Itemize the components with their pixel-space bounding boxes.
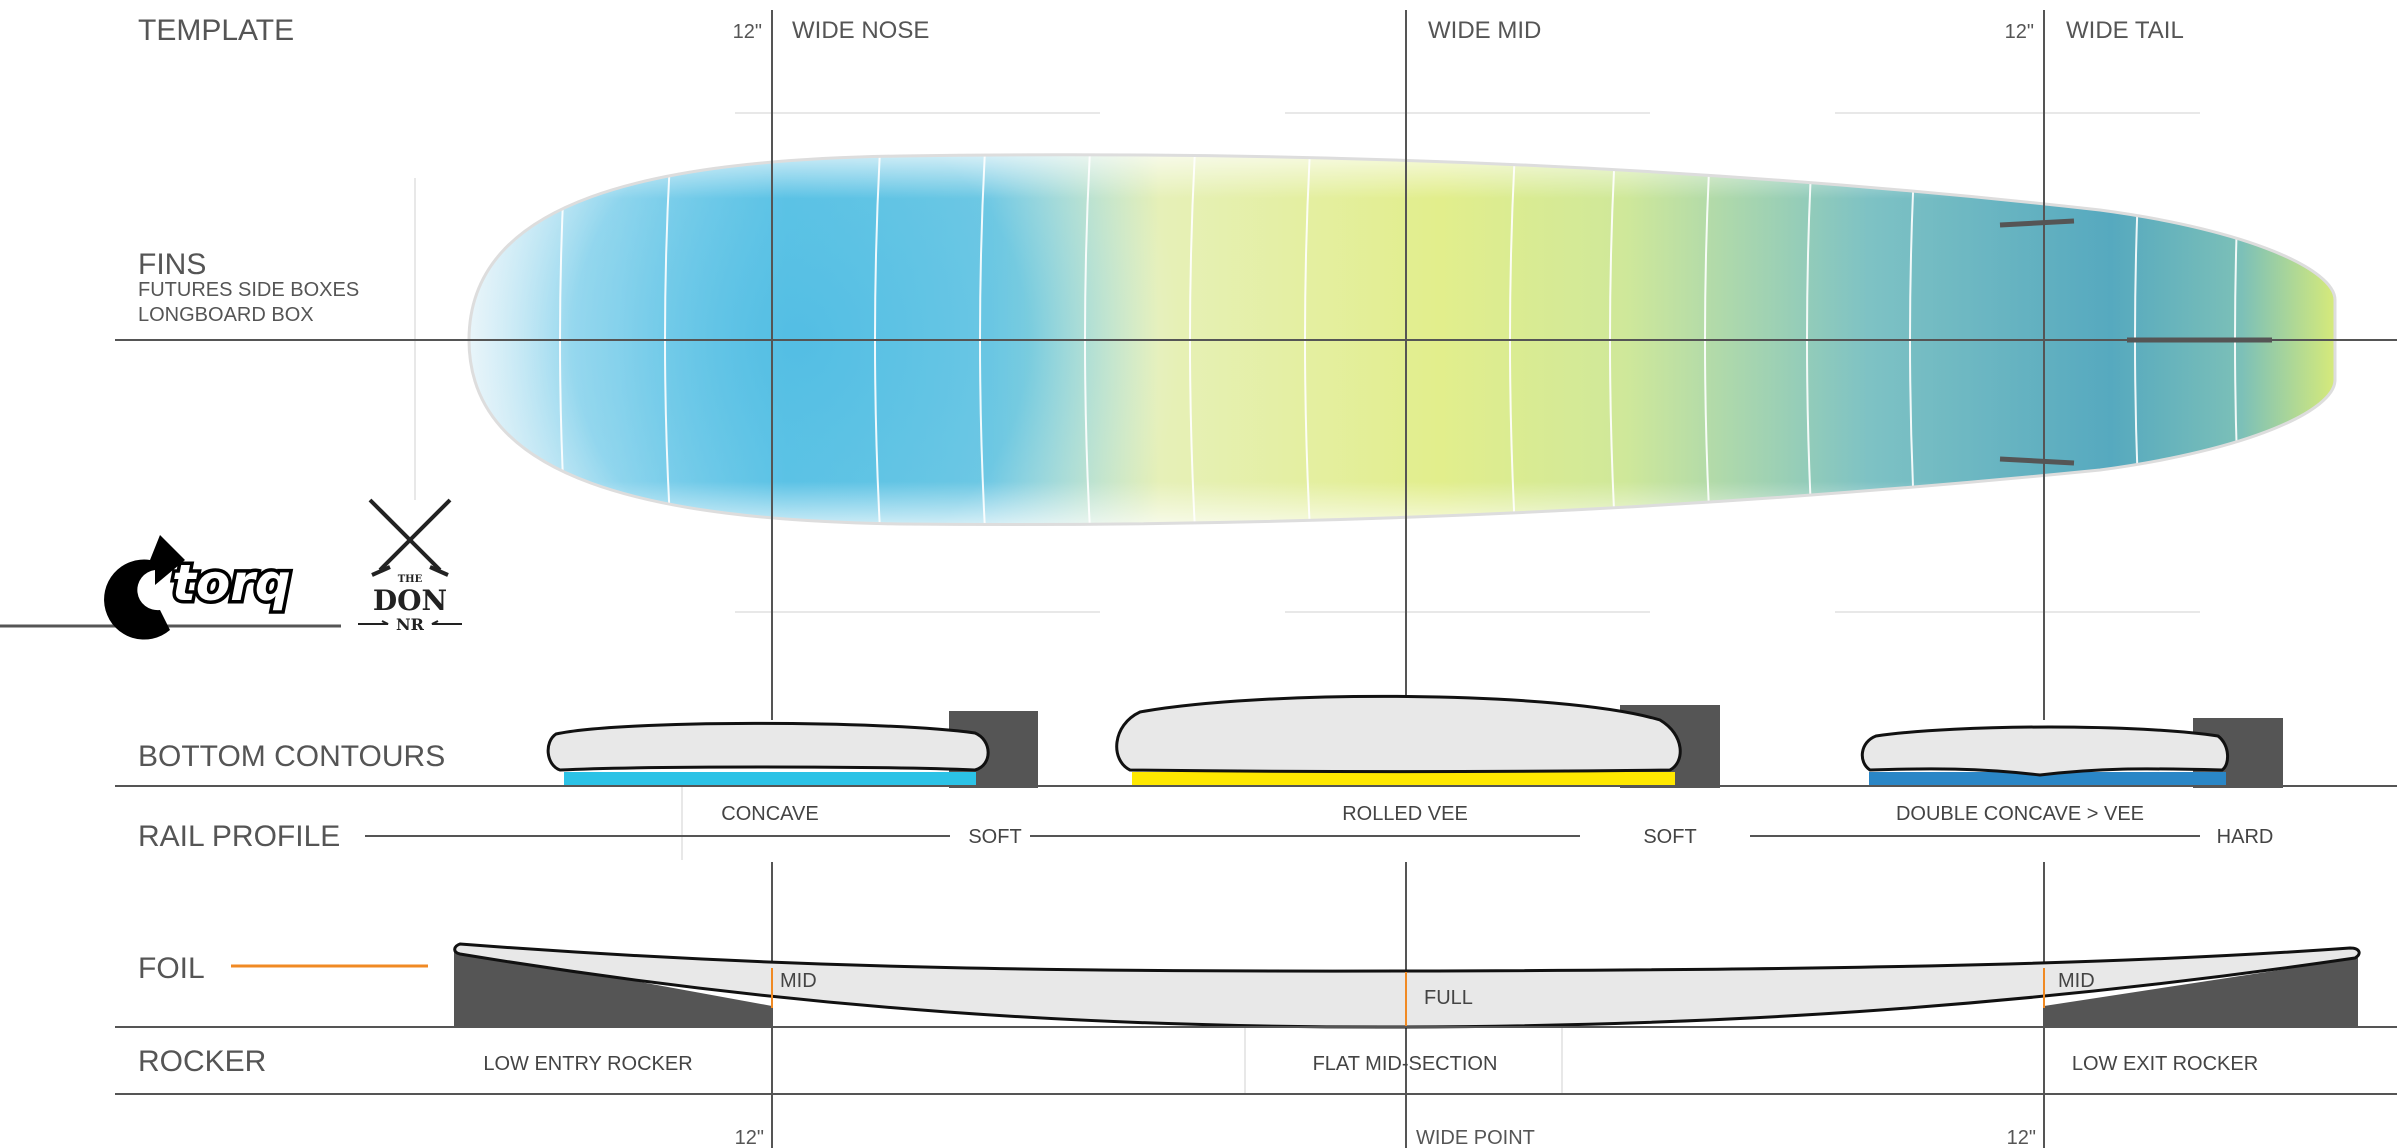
foil-profile (453, 942, 2361, 1029)
the-don-nr-logo: THE DON NR (358, 498, 462, 634)
guide-lines (414, 112, 2200, 1094)
contour-concave (546, 711, 1038, 788)
contour-double-concave-vee (1860, 718, 2283, 788)
fin-boxes (1999, 218, 2272, 466)
template-label: TEMPLATE (138, 14, 294, 47)
foil-label: FOIL (138, 952, 205, 985)
side-fin-box-bottom (1999, 456, 2075, 466)
wide-nose-label: WIDE NOSE (792, 17, 929, 44)
foil-value-mid: FULL (1424, 987, 1473, 1009)
contour-label-rolled-vee: ROLLED VEE (1342, 803, 1468, 825)
svg-text:DON: DON (373, 584, 447, 617)
rocker-label: ROCKER (138, 1045, 266, 1078)
foil-value-nose: MID (780, 970, 817, 992)
rocker-value-nose: LOW ENTRY ROCKER (483, 1053, 692, 1075)
footer-wide-point: WIDE POINT (1416, 1127, 1535, 1148)
tail-measure: 12" (2005, 21, 2034, 43)
wide-mid-label: WIDE MID (1428, 17, 1541, 44)
footer-nose-measure: 12" (735, 1127, 764, 1148)
bottom-contours-label: BOTTOM CONTOURS (138, 740, 445, 773)
svg-text:torq: torq (172, 554, 291, 612)
footer-tail-measure: 12" (2007, 1127, 2036, 1148)
rocker-value-mid: FLAT MID-SECTION (1313, 1053, 1498, 1075)
torq-logo: torq (104, 535, 294, 640)
fins-label: FINS (138, 248, 206, 281)
contour-label-concave: CONCAVE (721, 803, 818, 825)
rail-profile-label: RAIL PROFILE (138, 820, 340, 853)
rocker-value-tail: LOW EXIT ROCKER (2072, 1053, 2258, 1075)
rail-value-nose: SOFT (968, 826, 1021, 848)
rail-value-tail: HARD (2217, 826, 2274, 848)
contour-label-double-concave-vee: DOUBLE CONCAVE > VEE (1896, 803, 2144, 825)
wide-tail-label: WIDE TAIL (2066, 17, 2184, 44)
fins-line-2: LONGBOARD BOX (138, 304, 314, 326)
contour-rolled-vee (1115, 694, 1720, 788)
rail-value-mid: SOFT (1643, 826, 1696, 848)
side-fin-box-top (1999, 218, 2075, 228)
nose-measure: 12" (733, 21, 762, 43)
foil-value-tail: MID (2058, 970, 2095, 992)
svg-text:THE: THE (398, 574, 423, 585)
fins-line-1: FUTURES SIDE BOXES (138, 279, 359, 301)
svg-text:NR: NR (396, 615, 425, 634)
